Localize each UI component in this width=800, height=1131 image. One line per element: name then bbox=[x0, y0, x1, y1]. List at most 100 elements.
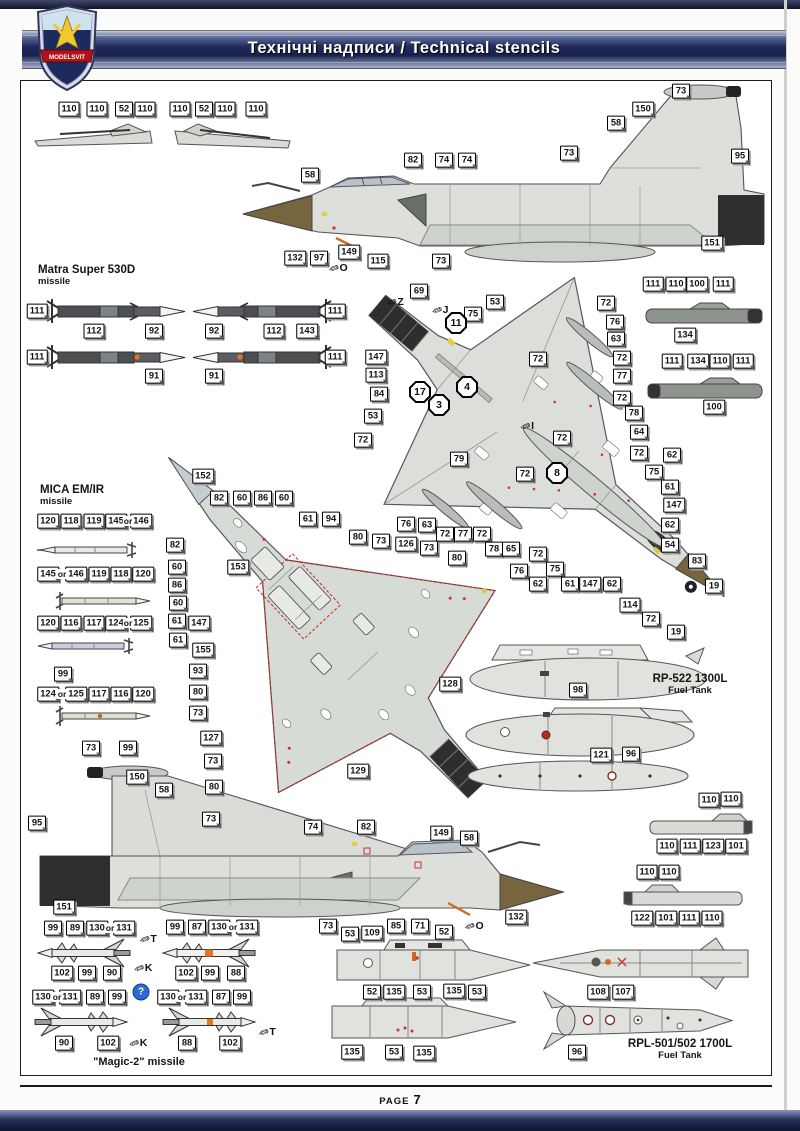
or-label: or bbox=[122, 516, 134, 526]
part-callout-73: 73 bbox=[560, 145, 579, 162]
part-callout-113: 113 bbox=[365, 367, 388, 384]
part-callout-80: 80 bbox=[205, 779, 224, 796]
part-callout-86: 86 bbox=[168, 577, 187, 594]
part-callout-62: 62 bbox=[663, 447, 682, 464]
part-callout-72: 72 bbox=[529, 351, 548, 368]
part-callout-131: 131 bbox=[185, 989, 208, 1006]
part-callout-71: 71 bbox=[411, 918, 430, 935]
part-callout-99: 99 bbox=[108, 989, 127, 1006]
part-callout-58: 58 bbox=[607, 115, 626, 132]
part-callout-110: 110 bbox=[665, 276, 688, 293]
part-callout-75: 75 bbox=[546, 561, 565, 578]
part-callout-116: 116 bbox=[110, 686, 133, 703]
page-word: PAGE bbox=[379, 1096, 410, 1107]
page-title: Технічні надписи / Technical stencils bbox=[247, 39, 561, 57]
part-callout-87: 87 bbox=[212, 989, 231, 1006]
part-callout-122: 122 bbox=[631, 910, 654, 927]
part-callout-82: 82 bbox=[210, 490, 229, 507]
part-callout-53: 53 bbox=[413, 984, 432, 1001]
part-callout-77: 77 bbox=[613, 368, 632, 385]
part-callout-120: 120 bbox=[132, 566, 155, 583]
top-edge-bar bbox=[0, 0, 800, 9]
part-callout-120: 120 bbox=[132, 686, 155, 703]
part-callout-110: 110 bbox=[134, 101, 157, 118]
part-callout-111: 111 bbox=[661, 353, 683, 370]
section-title-matra: Matra Super 530D missile bbox=[38, 264, 135, 288]
pencil-note-K: ✎K bbox=[130, 960, 153, 976]
section-title-magic: "Magic-2" missile bbox=[59, 1056, 219, 1069]
part-callout-89: 89 bbox=[66, 920, 85, 937]
header-streak bbox=[22, 35, 786, 36]
part-callout-99: 99 bbox=[233, 989, 252, 1006]
part-callout-124: 124 bbox=[37, 686, 60, 703]
part-callout-143: 143 bbox=[296, 323, 319, 340]
part-callout-95: 95 bbox=[731, 148, 750, 165]
part-callout-63: 63 bbox=[607, 331, 626, 348]
or-label: or bbox=[51, 992, 63, 1002]
part-callout-87: 87 bbox=[188, 919, 207, 936]
part-callout-52: 52 bbox=[115, 101, 134, 118]
part-callout-135: 135 bbox=[443, 983, 466, 1000]
part-callout-111: 111 bbox=[324, 349, 346, 366]
part-callout-110: 110 bbox=[245, 101, 268, 118]
pencil-icon: ✎ bbox=[254, 1024, 272, 1040]
footer-rule bbox=[20, 1085, 772, 1087]
part-callout-146: 146 bbox=[130, 513, 153, 530]
part-callout-115: 115 bbox=[367, 253, 390, 270]
step-marker-3: 3 bbox=[428, 394, 450, 416]
or-label: or bbox=[56, 569, 68, 579]
part-callout-53: 53 bbox=[385, 1044, 404, 1061]
pencil-icon: ✎ bbox=[382, 294, 400, 310]
part-callout-92: 92 bbox=[205, 323, 224, 340]
part-callout-86: 86 bbox=[254, 490, 273, 507]
part-callout-150: 150 bbox=[126, 769, 149, 786]
part-callout-131: 131 bbox=[113, 920, 136, 937]
part-callout-123: 123 bbox=[702, 838, 725, 855]
part-callout-135: 135 bbox=[413, 1045, 436, 1062]
part-callout-111: 111 bbox=[679, 838, 701, 855]
part-callout-110: 110 bbox=[86, 101, 109, 118]
part-callout-85: 85 bbox=[387, 918, 406, 935]
part-callout-73: 73 bbox=[204, 753, 223, 770]
part-callout-134: 134 bbox=[687, 353, 710, 370]
part-callout-99: 99 bbox=[44, 920, 63, 937]
part-callout-132: 132 bbox=[505, 909, 528, 926]
pencil-icon: ✎ bbox=[460, 918, 478, 934]
or-label: or bbox=[104, 923, 116, 933]
part-callout-110: 110 bbox=[709, 353, 732, 370]
part-callout-73: 73 bbox=[202, 811, 221, 828]
part-callout-84: 84 bbox=[370, 386, 389, 403]
part-callout-121: 121 bbox=[590, 747, 613, 764]
part-callout-62: 62 bbox=[529, 576, 548, 593]
part-callout-99: 99 bbox=[54, 666, 73, 683]
part-callout-102: 102 bbox=[175, 965, 198, 982]
part-callout-102: 102 bbox=[51, 965, 74, 982]
part-callout-110: 110 bbox=[169, 101, 192, 118]
part-callout-110: 110 bbox=[58, 101, 81, 118]
part-callout-110: 110 bbox=[698, 792, 721, 809]
part-callout-72: 72 bbox=[613, 390, 632, 407]
part-callout-62: 62 bbox=[661, 517, 680, 534]
part-callout-72: 72 bbox=[553, 430, 572, 447]
part-callout-131: 131 bbox=[59, 989, 82, 1006]
part-callout-74: 74 bbox=[458, 152, 477, 169]
or-label: or bbox=[176, 992, 188, 1002]
step-marker-8: 8 bbox=[546, 462, 568, 484]
part-callout-89: 89 bbox=[86, 989, 105, 1006]
part-callout-76: 76 bbox=[510, 563, 529, 580]
part-callout-73: 73 bbox=[82, 740, 101, 757]
part-callout-61: 61 bbox=[168, 613, 187, 630]
part-callout-147: 147 bbox=[579, 576, 602, 593]
part-callout-110: 110 bbox=[701, 910, 724, 927]
part-callout-72: 72 bbox=[473, 526, 492, 543]
part-callout-111: 111 bbox=[732, 353, 754, 370]
header-band: Технічні надписи / Technical stencils bbox=[22, 30, 786, 69]
part-callout-61: 61 bbox=[661, 479, 680, 496]
part-callout-61: 61 bbox=[299, 511, 318, 528]
part-callout-110: 110 bbox=[656, 838, 679, 855]
part-callout-149: 149 bbox=[430, 825, 453, 842]
part-callout-69: 69 bbox=[410, 283, 429, 300]
pencil-note-I: ✎I bbox=[516, 418, 534, 434]
part-callout-145: 145 bbox=[37, 566, 60, 583]
